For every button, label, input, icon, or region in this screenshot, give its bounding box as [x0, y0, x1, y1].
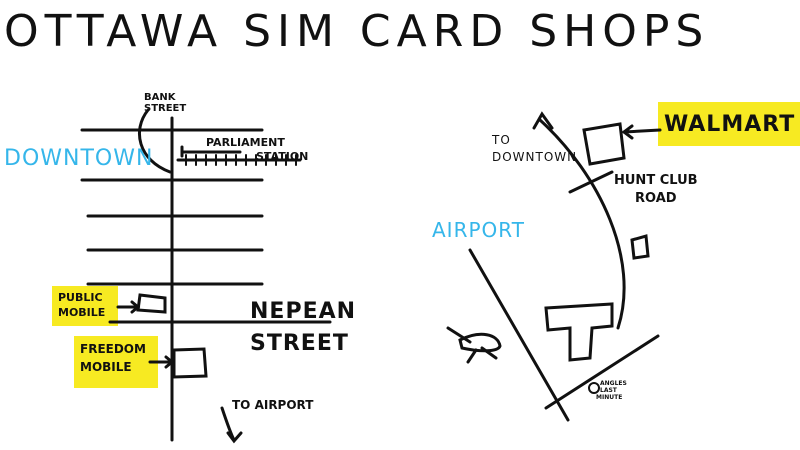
airplane-body	[458, 332, 502, 353]
downtown-label: DOWNTOWN	[4, 146, 154, 171]
nepean-line1: NEPEAN	[250, 299, 357, 324]
to-downtown-label: TO DOWNTOWN	[492, 132, 577, 166]
angles-line2: LAST	[600, 387, 617, 394]
left-map-streets	[80, 108, 332, 444]
walmart-building	[582, 122, 626, 166]
right-map-roads	[446, 111, 662, 422]
hunt-club-line1: HUNT CLUB	[614, 173, 698, 188]
walmart-highlight	[658, 102, 800, 146]
bank-street-label: BANK STREET	[144, 92, 186, 114]
main-road	[538, 118, 626, 330]
public-mobile-label: PUBLIC MOBILE	[58, 290, 105, 320]
terminal-building	[544, 302, 614, 362]
hunt-club-road-label: HUNT CLUB ROAD	[614, 172, 698, 208]
angles-line1: ANGLES	[600, 380, 627, 387]
to-downtown-line1: TO	[492, 133, 511, 147]
airport-road-line	[468, 248, 570, 422]
airplane-wings	[446, 326, 498, 364]
angles-marker-icon	[588, 382, 600, 394]
parliament-line1: PARLIAMENT	[206, 136, 285, 149]
public-mobile-line1: PUBLIC	[58, 291, 103, 304]
walmart-arrow	[621, 124, 662, 140]
freedom-line2: MOBILE	[80, 360, 132, 374]
bank-street-pointer	[138, 108, 172, 174]
public-mobile-highlight	[52, 286, 118, 326]
hunt-club-road-line	[568, 170, 614, 194]
to-downtown-line2: DOWNTOWN	[492, 150, 578, 164]
freedom-mobile-arrow	[148, 355, 175, 369]
to-airport-label: TO AIRPORT	[232, 398, 314, 412]
parliament-station-label: PARLIAMENT STATION	[206, 136, 308, 164]
page-title: OTTAWA SIM CARD SHOPS	[4, 6, 710, 57]
nepean-street-label: NEPEAN STREET	[250, 296, 356, 360]
hunt-club-line2: ROAD	[634, 191, 677, 206]
freedom-line1: FREEDOM	[80, 342, 146, 356]
car-icon	[630, 234, 650, 260]
public-mobile-shop	[136, 293, 167, 314]
walmart-label: WALMART	[664, 112, 796, 137]
nepean-line2: STREET	[250, 331, 349, 356]
freedom-mobile-label: FREEDOM MOBILE	[80, 340, 146, 376]
parliament-building	[180, 145, 242, 158]
rail-ties	[185, 154, 297, 166]
airport-label: AIRPORT	[432, 218, 525, 242]
parliament-line2: STATION	[256, 150, 309, 163]
main-road-arrow-head	[532, 111, 554, 130]
angles-line3: MINUTE	[596, 394, 623, 401]
bank-street-line2: STREET	[144, 103, 187, 114]
airport-cross-road	[544, 334, 660, 410]
angles-last-minute-label: ANGLES LAST MINUTE	[586, 380, 627, 401]
freedom-mobile-shop	[172, 347, 208, 379]
bank-street-line1: BANK	[144, 92, 176, 103]
public-mobile-arrow	[116, 300, 141, 314]
public-mobile-line2: MOBILE	[58, 306, 106, 319]
freedom-mobile-highlight	[74, 336, 158, 388]
to-airport-arrow	[220, 406, 243, 444]
